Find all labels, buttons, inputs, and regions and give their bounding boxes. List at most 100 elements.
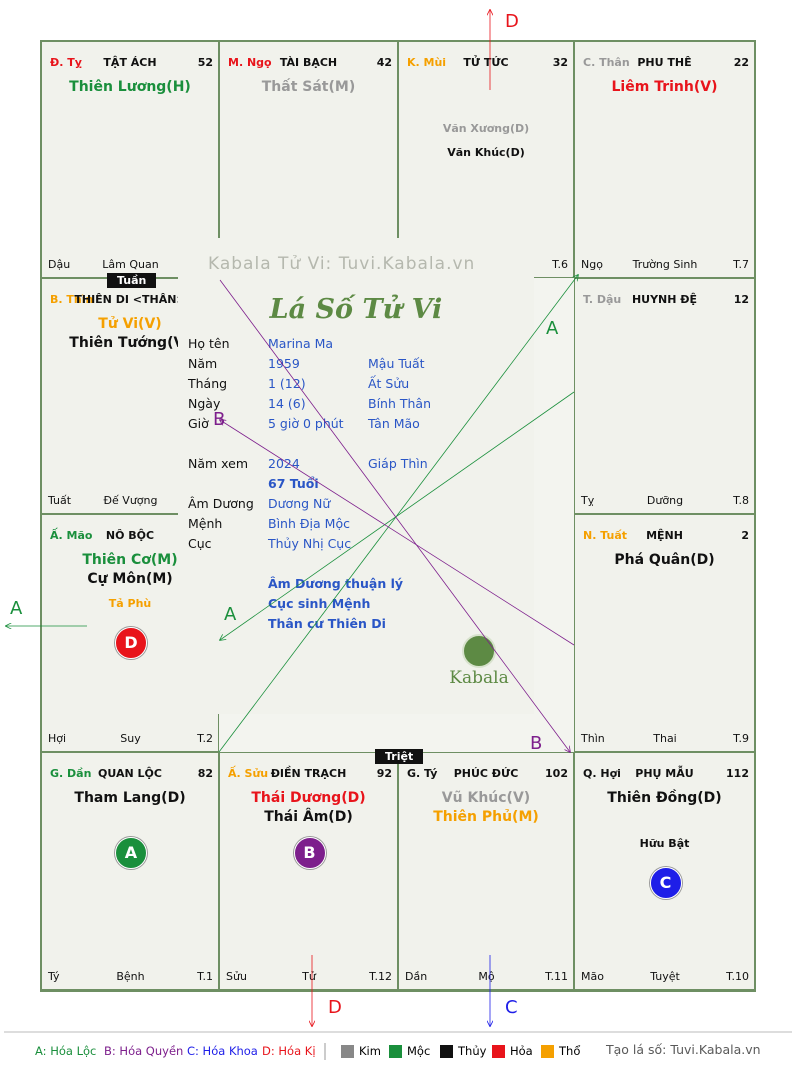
info-label: [188, 474, 254, 494]
palace-name: PHÚC ĐỨC: [453, 767, 519, 780]
watermark: Kabala Tử Vi: Tuvi.Kabala.vn: [208, 254, 476, 274]
palace-branch: Đ. Tỵ: [50, 56, 82, 69]
palace-name: TÀI BẠCH: [279, 56, 338, 69]
palace-branch: B. Thìn: [50, 293, 94, 306]
info-value-2: Giáp Thìn: [368, 456, 428, 471]
minor-star: Văn Xương(D): [442, 122, 530, 135]
footer-month: T.9: [733, 732, 749, 745]
footer-month: T.12: [369, 970, 392, 983]
footer-stage: Trường Sinh: [632, 258, 698, 271]
info-value-2: Bính Thân: [368, 396, 432, 411]
palace-name: PHU THÊ: [637, 56, 692, 69]
arrow-label-b2: B: [530, 733, 543, 754]
swatch-tho: [541, 1045, 554, 1058]
footer-stage: Thai: [653, 732, 677, 745]
palace-age: 52: [197, 56, 213, 69]
palace-age: 102: [545, 767, 568, 780]
info-label: Họ tên: [188, 336, 230, 351]
footer-stage: Lâm Quan: [102, 258, 159, 271]
footer-branch: Sửu: [226, 970, 247, 983]
legend-a: A: Hóa Lộc: [35, 1044, 97, 1058]
center-panel: Kabala Tử Vi: Tuvi.Kabala.vn Lá Số Tử Vi…: [178, 238, 534, 714]
footer-month: T.10: [726, 970, 749, 983]
main-star: Tham Lang(D): [74, 790, 186, 806]
info-note: Thân cư Thiên Di: [268, 616, 386, 631]
main-star: Liêm Trinh(V): [611, 79, 718, 95]
chart-title: Lá Số Tử Vi: [269, 294, 443, 325]
palace-age: 2: [741, 529, 749, 542]
info-value: 1959: [268, 356, 300, 371]
palace-age: 32: [552, 56, 568, 69]
swatch-moc: [389, 1045, 402, 1058]
legend-c: C: Hóa Khoa: [187, 1044, 258, 1058]
arrow-label-d2: D: [328, 997, 342, 1018]
info-label: Âm Dương: [188, 496, 254, 511]
info-label: Mệnh: [188, 516, 223, 531]
footer-month: T.8: [733, 494, 749, 507]
palace-branch: N. Tuất: [583, 529, 628, 542]
palace-name: HUYNH ĐỆ: [631, 293, 698, 306]
main-stars: Vũ Khúc(V)Thiên Phủ(M): [399, 789, 573, 827]
footer-branch: Tuất: [48, 494, 72, 507]
transform-badge: C: [649, 867, 682, 899]
main-star: Thiên Cơ(M): [82, 552, 178, 568]
footer-stage: Dưỡng: [646, 494, 684, 507]
legend-b: B: Hóa Quyền: [104, 1044, 184, 1058]
swatch-hoa: [492, 1045, 505, 1058]
main-star: Thái Âm(D): [264, 809, 353, 825]
footer-month: T.1: [197, 970, 213, 983]
info-value: 67 Tuổi: [268, 476, 319, 491]
arrow-label-c1: C: [505, 997, 518, 1018]
info-label: Năm: [188, 356, 218, 371]
palace-name: NÔ BỘC: [105, 529, 155, 542]
swatch-thuy: [440, 1045, 453, 1058]
main-stars: Tử Vi(V)Thiên Tướng(V): [42, 315, 218, 353]
main-stars: Thiên Đồng(D): [575, 789, 754, 808]
transform-badge: B: [293, 837, 326, 869]
palace-name: PHỤ MẪU: [635, 767, 694, 780]
arrow-label-d1: D: [505, 11, 519, 32]
info-label: Năm xem: [188, 456, 249, 471]
arrow-label-a2: A: [224, 604, 237, 625]
palace-name: THIÊN DI <THÂN>: [74, 293, 186, 306]
palace-age: 112: [726, 767, 749, 780]
footer-stage: Suy: [120, 732, 141, 745]
palace-name: ĐIỀN TRẠCH: [270, 767, 347, 780]
legend-tho: Thổ: [559, 1044, 581, 1058]
palace-branch: Q. Hợi: [583, 767, 621, 780]
main-star: Thiên Đồng(D): [607, 790, 722, 806]
site-link[interactable]: Tạo lá số: Tuvi.Kabala.vn: [606, 1042, 761, 1057]
legend-hoa: Hỏa: [510, 1044, 533, 1058]
main-star: Thiên Lương(H): [69, 79, 191, 95]
palace-branch: G. Dần: [50, 767, 92, 780]
footer-branch: Tý: [48, 970, 60, 983]
main-star: Thiên Tướng(V): [69, 335, 191, 351]
palace-name: TỬ TỨC: [463, 56, 509, 69]
main-star: Cự Môn(M): [87, 571, 173, 587]
main-star: Thiên Phủ(M): [433, 809, 539, 825]
main-star: Thái Dương(D): [251, 790, 366, 806]
main-stars: Liêm Trinh(V): [575, 78, 754, 97]
legend-moc: Mộc: [407, 1044, 431, 1058]
palace-branch: G. Tý: [407, 767, 438, 780]
legend-thuy: Thủy: [458, 1044, 487, 1058]
palace-branch: Ấ. Sửu: [228, 767, 269, 780]
legend-d: D: Hóa Kị: [262, 1044, 316, 1058]
palace-name: QUAN LỘC: [98, 767, 162, 780]
arrow-label-a1: A: [546, 318, 559, 339]
footer-month: T.7: [733, 258, 749, 271]
info-value-2: Mậu Tuất: [368, 356, 425, 371]
main-stars: Tham Lang(D): [42, 789, 218, 808]
palace-branch: T. Dậu: [583, 293, 622, 306]
palace-branch: K. Mùi: [407, 56, 447, 69]
footer-stage: Bệnh: [116, 970, 145, 983]
